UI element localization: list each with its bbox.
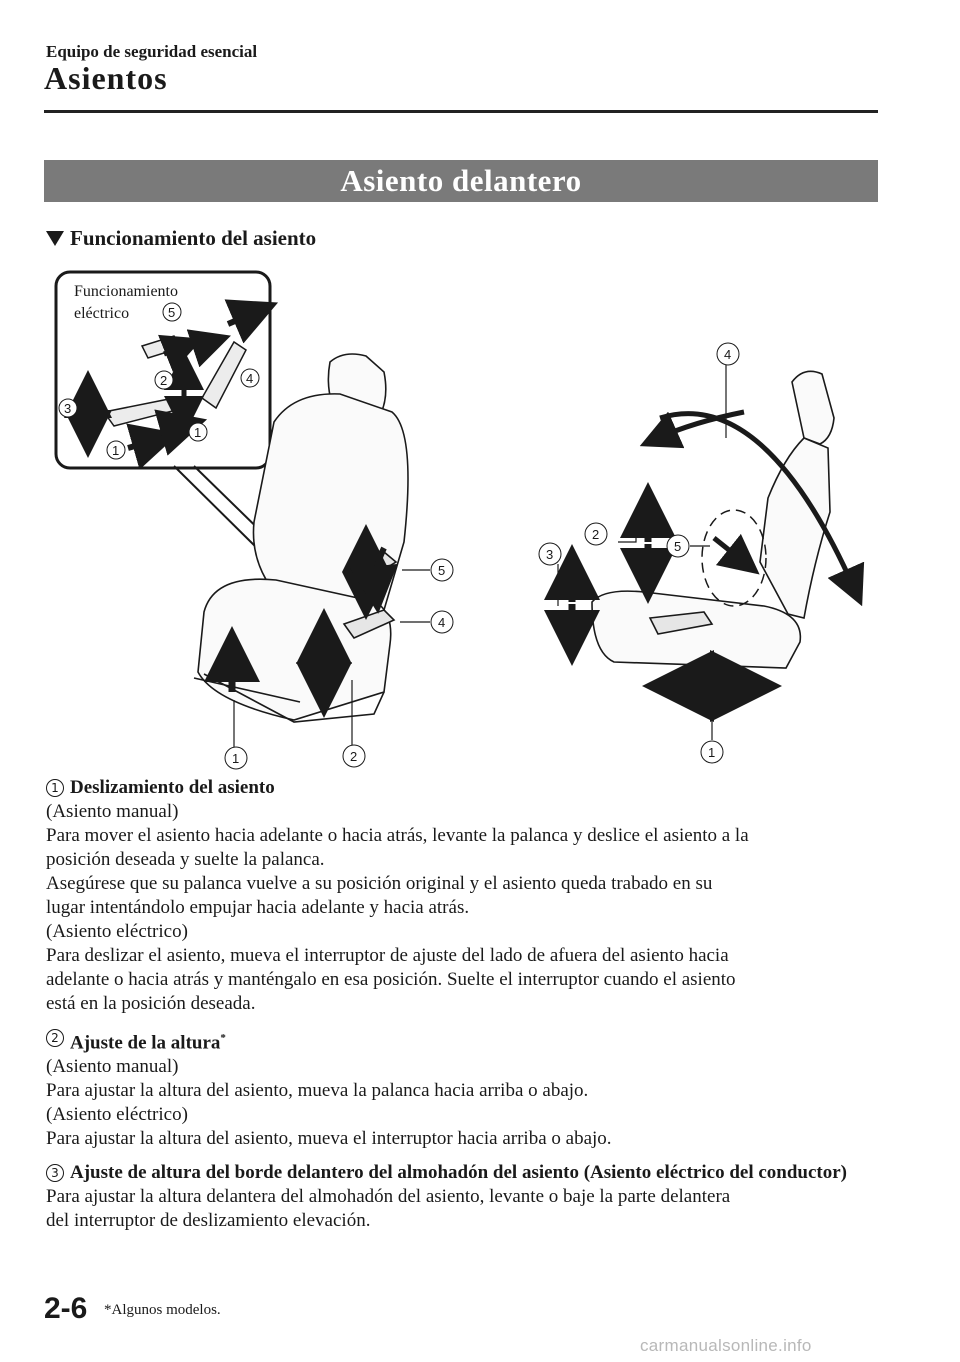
item-1: 1 Deslizamiento del asiento (Asiento manu… (46, 776, 886, 1016)
callout-1-right: 1 (700, 740, 724, 764)
item-3-title: Ajuste de altura del borde delantero del… (70, 1162, 847, 1184)
item-2-title: Ajuste de la altura (70, 1032, 221, 1054)
callout-4-right: 4 (716, 342, 740, 366)
page-title: Asientos (44, 60, 168, 96)
svg-text:1: 1 (232, 751, 239, 766)
description-text: 1 Deslizamiento del asiento (Asiento manu… (46, 776, 886, 1233)
number-1-icon: 1 (46, 779, 64, 797)
item-1-line: posición deseada y suelte la palanca. (46, 849, 325, 870)
svg-text:5: 5 (168, 305, 175, 320)
title-divider (44, 110, 878, 113)
callout-4-left: 4 (430, 610, 454, 634)
svg-text:5: 5 (438, 563, 445, 578)
item-3: 3 Ajuste de altura del borde delantero de… (46, 1161, 886, 1233)
footnote-mark: * (220, 1032, 226, 1044)
callout-2-left: 2 (342, 744, 366, 768)
footnote: *Algunos modelos. (104, 1302, 221, 1318)
item-3-line: del interruptor de deslizamiento elevaci… (46, 1210, 371, 1232)
callout-5-left: 5 (430, 558, 454, 582)
item-2-line: Para ajustar la altura del asiento, muev… (46, 1128, 612, 1150)
inset-callout-3: 3 (58, 398, 78, 418)
svg-text:3: 3 (546, 547, 553, 562)
subheading-text: Funcionamiento del asiento (70, 226, 317, 250)
item-1-line: Para deslizar el asiento, mueva el inter… (46, 945, 729, 966)
inset-callout-1b: 1 (188, 422, 208, 442)
section-label: Equipo de seguridad esencial (46, 42, 258, 61)
page-number: 2-6 (44, 1292, 88, 1325)
item-2: 2 Ajuste de la altura* (Asiento manual) P… (46, 1026, 886, 1151)
svg-text:2: 2 (592, 527, 599, 542)
item-1-line: Para mover el asiento hacia adelante o h… (46, 825, 749, 846)
inset-callout-5: 5 (162, 302, 182, 322)
svg-text:4: 4 (438, 615, 445, 630)
seat-illustration: Funcionamiento eléctrico 5 2 4 3 1 1 (54, 270, 865, 770)
callout-5-right: 5 (666, 534, 690, 558)
svg-text:1: 1 (708, 745, 715, 760)
item-1-line: lugar intentándolo empujar hacia adelant… (46, 897, 470, 918)
seat-side-view (591, 370, 835, 669)
svg-text:1: 1 (112, 443, 119, 458)
subheading: Funcionamiento del asiento (46, 226, 316, 251)
item-2-line: Para ajustar la altura del asiento, muev… (46, 1080, 589, 1102)
svg-text:4: 4 (246, 371, 253, 386)
item-1-line: adelante o hacia atrás y manténgalo en e… (46, 969, 736, 990)
number-2-icon: 2 (46, 1029, 64, 1047)
callout-3-right: 3 (538, 542, 562, 566)
svg-text:1: 1 (194, 425, 201, 440)
svg-text:2: 2 (160, 373, 167, 388)
section-band-title: Asiento delantero (44, 160, 878, 202)
number-3-icon: 3 (46, 1164, 64, 1183)
item-2-line: (Asiento eléctrico) (46, 1104, 188, 1126)
watermark: carmanualsonline.info (640, 1336, 812, 1355)
power-switch-inset: Funcionamiento eléctrico 5 2 4 3 1 1 (54, 270, 279, 470)
item-1-line: (Asiento manual) (46, 801, 179, 822)
item-1-title: Deslizamiento del asiento (70, 777, 275, 798)
inset-caption-1: Funcionamiento (74, 283, 178, 300)
svg-text:3: 3 (64, 401, 71, 416)
callout-2-right: 2 (584, 522, 608, 546)
item-1-line: (Asiento eléctrico) (46, 921, 188, 942)
svg-text:5: 5 (674, 539, 681, 554)
item-3-line: Para ajustar la altura delantera del alm… (46, 1186, 731, 1208)
inset-callout-4: 4 (240, 368, 260, 388)
svg-text:2: 2 (350, 749, 357, 764)
callout-1-left: 1 (224, 746, 248, 770)
svg-text:4: 4 (724, 347, 731, 362)
inset-caption-2: eléctrico (74, 305, 129, 322)
item-1-line: está en la posición deseada. (46, 993, 256, 1014)
triangle-bullet-icon (46, 231, 64, 246)
inset-callout-1a: 1 (106, 440, 126, 460)
item-2-line: (Asiento manual) (46, 1056, 179, 1078)
inset-callout-2: 2 (154, 370, 174, 390)
item-1-line: Asegúrese que su palanca vuelve a su pos… (46, 873, 713, 894)
